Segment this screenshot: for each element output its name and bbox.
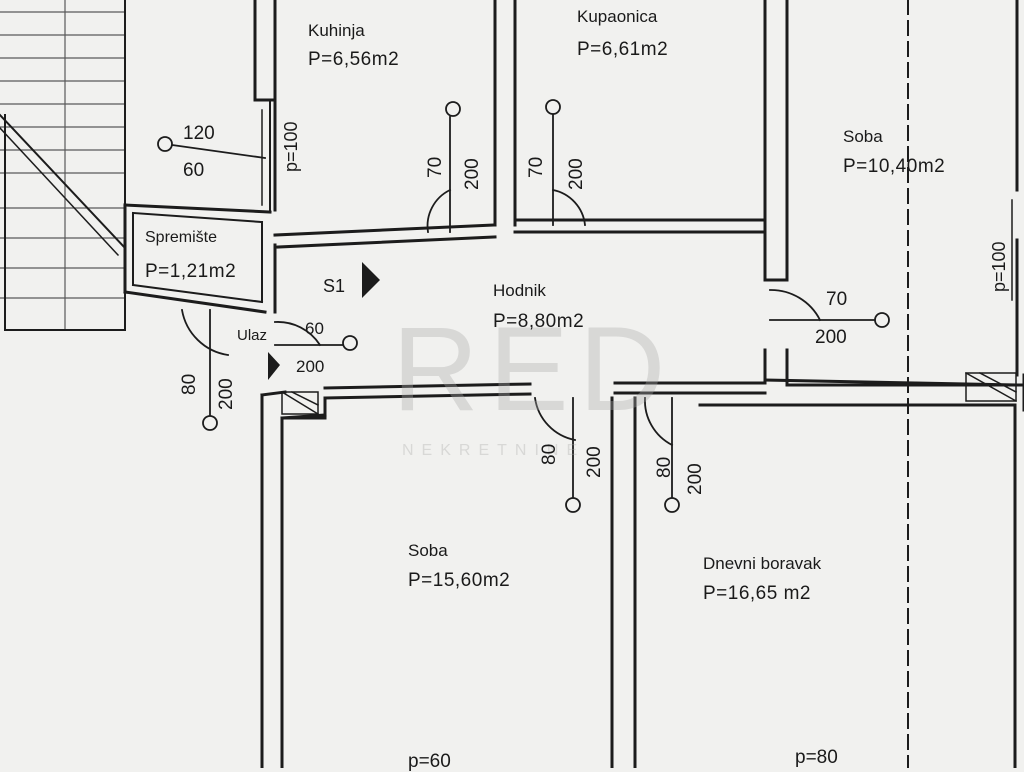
room-area-kuhinja: P=6,56m2 bbox=[308, 49, 400, 70]
room-name-dnevni-boravak: Dnevni boravak bbox=[703, 554, 822, 573]
column-hatches bbox=[280, 371, 1018, 416]
watermark-subtitle: NEKRETNINE bbox=[402, 442, 586, 459]
room-area-kupaonica: P=6,61m2 bbox=[577, 39, 669, 60]
room-name-soba-bottom: Soba bbox=[408, 541, 448, 560]
room-area-soba-bottom: P=15,60m2 bbox=[408, 570, 511, 591]
door-dim-kupaonica-height: 200 bbox=[566, 158, 587, 190]
door-dim-spremiste-height: 200 bbox=[216, 378, 237, 410]
stair-dim-width: 120 bbox=[183, 123, 215, 144]
door-dim-soba-right-width: 70 bbox=[826, 289, 848, 310]
window-marks bbox=[261, 109, 1013, 301]
door-dim-dnevni-height: 200 bbox=[685, 463, 706, 495]
door-dim-soba-right-height: 200 bbox=[815, 327, 847, 348]
window-label-soba-bottom: p=60 bbox=[408, 751, 451, 772]
door-dim-soba-bottom-width: 80 bbox=[539, 443, 560, 465]
walls bbox=[123, 0, 1024, 768]
door-dim-spremiste-width: 80 bbox=[179, 373, 200, 395]
watermark-logo: RED bbox=[392, 302, 676, 436]
door-dim-soba-bottom-height: 200 bbox=[584, 446, 605, 478]
door-dim-kupaonica-width: 70 bbox=[526, 156, 547, 178]
door-dim-kuhinja-width: 70 bbox=[425, 156, 446, 178]
door-dim-kuhinja-height: 200 bbox=[462, 158, 483, 190]
stair-dim-height: 60 bbox=[183, 160, 205, 181]
window-label-kuhinja: p=100 bbox=[281, 121, 301, 172]
room-name-hodnik: Hodnik bbox=[493, 281, 546, 300]
room-area-soba-right: P=10,40m2 bbox=[843, 156, 946, 177]
room-name-kuhinja: Kuhinja bbox=[308, 21, 365, 40]
label-s1: S1 bbox=[323, 276, 346, 296]
room-name-soba-right: Soba bbox=[843, 127, 883, 146]
window-label-dnevni: p=80 bbox=[795, 747, 838, 768]
room-name-kupaonica: Kupaonica bbox=[577, 7, 658, 26]
door-swings bbox=[157, 99, 890, 513]
entry-arrows bbox=[268, 262, 380, 380]
window-label-soba-right: p=100 bbox=[989, 241, 1009, 292]
staircase bbox=[0, 0, 127, 331]
label-ulaz: Ulaz bbox=[237, 327, 268, 344]
room-area-dnevni-boravak: P=16,65 m2 bbox=[703, 583, 811, 604]
room-area-hodnik: P=8,80m2 bbox=[493, 311, 585, 332]
room-area-spremiste: P=1,21m2 bbox=[145, 261, 237, 282]
door-dim-ulaz-width: 60 bbox=[305, 319, 324, 338]
door-dim-dnevni-width: 80 bbox=[654, 456, 675, 478]
door-dim-ulaz-height: 200 bbox=[296, 357, 325, 376]
room-name-spremiste: Spremište bbox=[145, 229, 218, 246]
